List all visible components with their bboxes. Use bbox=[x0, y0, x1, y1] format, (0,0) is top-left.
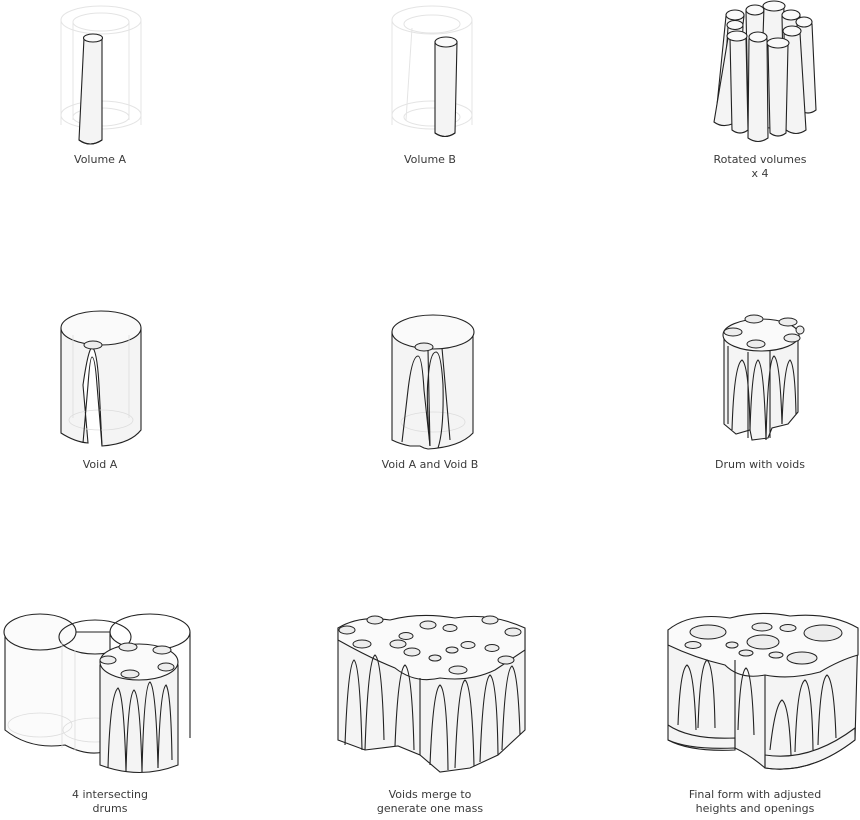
step-volume-b: Volume B bbox=[330, 0, 530, 180]
step-voids-merge: Voids merge to generate one mass bbox=[320, 600, 540, 820]
drum-with-voids-drawing bbox=[722, 314, 805, 441]
void-a-drawing bbox=[60, 310, 142, 447]
step-void-a: Void A bbox=[0, 290, 200, 480]
step-volume-a: Volume A bbox=[0, 0, 200, 180]
step-label: Voids merge to generate one mass bbox=[376, 788, 484, 815]
step-label: Rotated volumes x 4 bbox=[713, 153, 807, 180]
final-form-drawing bbox=[667, 612, 859, 770]
step-drum-with-voids: Drum with voids bbox=[660, 290, 860, 480]
step-label: Final form with adjusted heights and ope… bbox=[688, 788, 822, 815]
volume-a-drawing bbox=[60, 5, 142, 145]
step-label: Void A and Void B bbox=[381, 458, 479, 471]
step-label: 4 intersecting drums bbox=[72, 788, 148, 815]
step-void-a-and-b: Void A and Void B bbox=[330, 290, 530, 480]
step-label: Volume A bbox=[74, 153, 126, 166]
step-final-form: Final form with adjusted heights and ope… bbox=[650, 600, 860, 820]
volume-b-drawing bbox=[391, 5, 473, 138]
step-label: Volume B bbox=[404, 153, 456, 166]
rotated-volumes-drawing bbox=[713, 0, 817, 143]
step-label: Void A bbox=[82, 458, 118, 471]
step-label: Drum with voids bbox=[714, 458, 806, 471]
step-intersecting-drums: 4 intersecting drums bbox=[0, 600, 230, 820]
step-rotated-volumes: Rotated volumes x 4 bbox=[660, 0, 860, 180]
voids-merge-drawing bbox=[337, 614, 526, 773]
intersecting-drums-drawing bbox=[3, 613, 191, 774]
void-a-and-b-drawing bbox=[391, 314, 475, 450]
